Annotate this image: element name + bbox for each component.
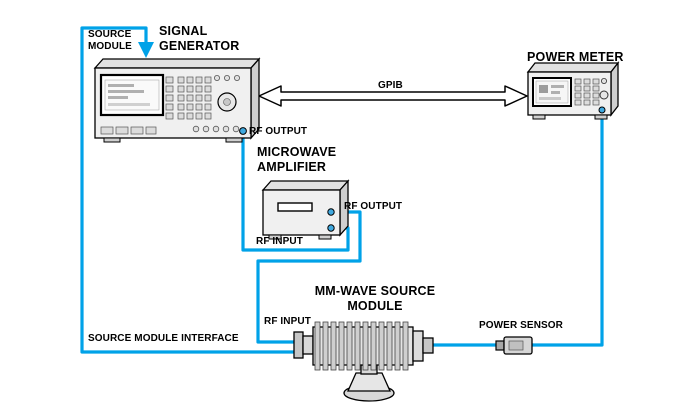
- rf-input-module-label: RF INPUT: [264, 316, 311, 327]
- cable-source-module-interface: [80, 26, 300, 354]
- generator-display: [99, 73, 165, 117]
- signal-generator-drawing: [93, 57, 261, 143]
- power-meter-port: [598, 106, 606, 114]
- source-module-interface-label: SOURCE MODULE INTERFACE: [88, 333, 239, 344]
- cable-arrowhead-icon: [138, 42, 154, 58]
- microwave-amplifier-label: MICROWAVE AMPLIFIER: [257, 145, 337, 174]
- generator-round-buttons: [192, 75, 240, 133]
- meter-keypad: [574, 78, 600, 106]
- meter-knob: [599, 90, 609, 100]
- amplifier-rf-input-port: [327, 224, 335, 232]
- mm-wave-source-module-drawing: [293, 321, 434, 402]
- source-module-label: SOURCE MODULE: [88, 29, 132, 52]
- rf-output-generator-label: RF OUTPUT: [249, 126, 308, 137]
- signal-generator-label: SIGNAL GENERATOR: [159, 24, 240, 53]
- generator-keypad: [177, 76, 212, 120]
- gpib-arrow: [258, 85, 528, 107]
- power-sensor-label: POWER SENSOR: [479, 320, 563, 331]
- generator-rf-output-port: [239, 127, 247, 135]
- module-input-flange: [293, 331, 304, 359]
- power-sensor-drawing: [495, 336, 533, 355]
- ports: [239, 106, 606, 232]
- module-fins: [314, 321, 409, 371]
- cable-sensor-to-meter: [530, 110, 604, 347]
- module-output-connector: [422, 337, 434, 354]
- rf-input-amplifier-label: RF INPUT: [256, 236, 303, 247]
- generator-bottom-keys: [100, 126, 157, 135]
- module-stand: [346, 372, 392, 392]
- power-meter-label: POWER METER: [527, 50, 624, 64]
- rf-output-amplifier-label: RF OUTPUT: [344, 201, 403, 212]
- amplifier-rf-output-port: [327, 208, 335, 216]
- cable-amplifier-to-module: [256, 210, 362, 344]
- microwave-amplifier-drawing: [261, 179, 350, 240]
- mm-wave-module-label: MM-WAVE SOURCE MODULE: [314, 284, 436, 313]
- power-meter-drawing: [526, 61, 620, 120]
- meter-display: [532, 77, 572, 107]
- amplifier-slot: [277, 202, 313, 212]
- gpib-label: GPIB: [378, 80, 403, 91]
- generator-softkeys: [165, 76, 174, 120]
- meter-power-button: [601, 78, 608, 85]
